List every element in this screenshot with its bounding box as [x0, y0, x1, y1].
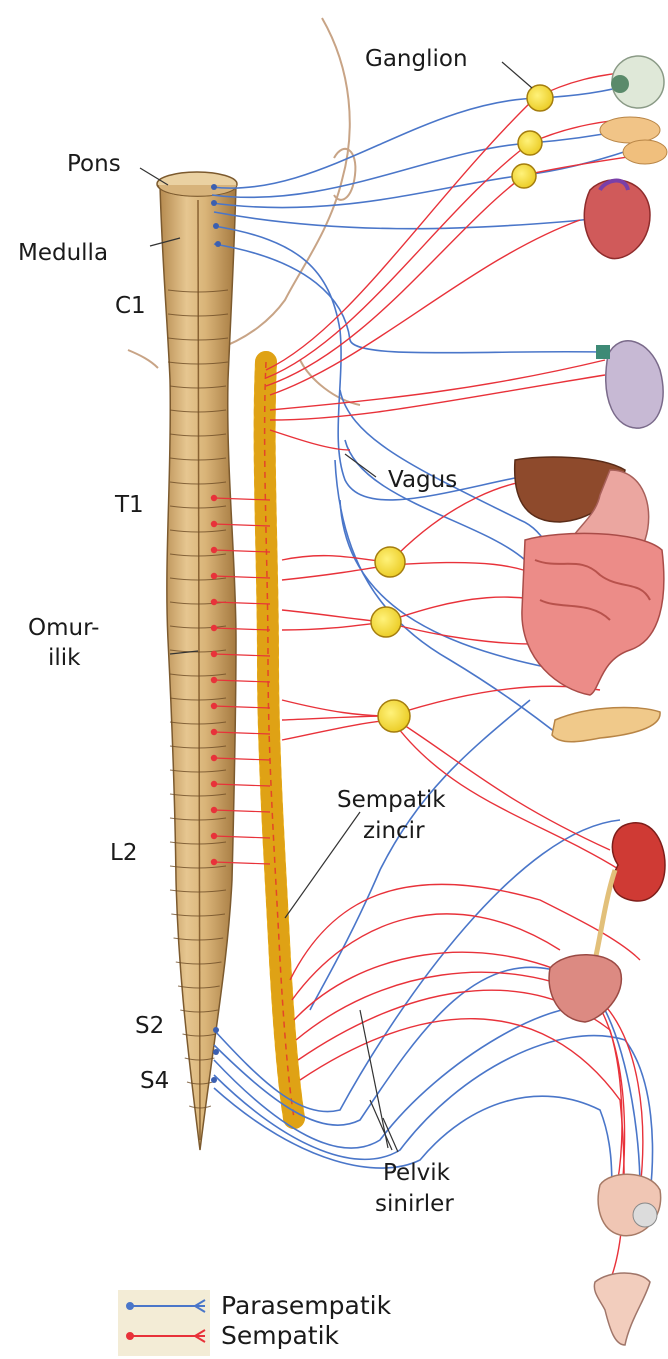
label-pelvik-sinirler-1: Pelvik: [383, 1160, 450, 1186]
label-omurilik-1: Omur-: [28, 615, 99, 641]
ganglion-ciliary: [527, 85, 553, 111]
male-genitals-icon: [598, 1174, 660, 1235]
sympathetic-nucleus: [211, 521, 217, 527]
sympathetic-nucleus: [211, 755, 217, 761]
label-t1: T1: [115, 492, 144, 518]
pancreas-icon: [552, 707, 660, 741]
ganglion-celiac: [375, 547, 405, 577]
lungs-icon: [596, 341, 663, 428]
sympathetic-nucleus: [211, 651, 217, 657]
label-l2: L2: [110, 840, 137, 866]
legend-symbols: [118, 1290, 210, 1356]
kidney-icon: [595, 823, 665, 960]
sympathetic-nucleus: [211, 729, 217, 735]
spinal-cord: [160, 185, 236, 1150]
uterus-icon: [594, 1273, 650, 1345]
sympathetic-nucleus: [211, 807, 217, 813]
label-medulla: Medulla: [18, 240, 108, 266]
sympathetic-nucleus: [211, 599, 217, 605]
sympathetic-nucleus: [211, 703, 217, 709]
sympathetic-nucleus: [211, 781, 217, 787]
organs: [515, 56, 667, 1345]
sympathetic-nucleus: [211, 625, 217, 631]
label-c1: C1: [115, 293, 146, 319]
ganglion-pterygopalatine: [518, 131, 542, 155]
ganglion-inferior-mesenteric: [378, 700, 410, 732]
label-vagus: Vagus: [388, 467, 457, 493]
sympathetic-chain: [265, 362, 294, 1118]
sympathetic-nucleus: [211, 859, 217, 865]
sympathetic-nucleus: [211, 547, 217, 553]
eye-icon: [611, 56, 664, 108]
sympathetic-nucleus: [211, 677, 217, 683]
label-sempatik-zincir-1: Sempatik: [337, 787, 446, 813]
ganglion-superior-mesenteric: [371, 607, 401, 637]
sympathetic-nucleus: [211, 833, 217, 839]
label-pons: Pons: [67, 151, 121, 177]
label-pelvik-sinirler-2: sinirler: [375, 1191, 454, 1217]
label-omurilik-2: ilik: [48, 645, 81, 671]
legend-sempatik: Sempatik: [221, 1323, 339, 1349]
label-sempatik-zincir-2: zincir: [363, 818, 425, 844]
legend-parasempatik: Parasempatik: [221, 1293, 391, 1319]
heart-icon: [584, 180, 650, 259]
label-s4: S4: [140, 1068, 169, 1094]
sympathetic-nucleus: [211, 573, 217, 579]
sympathetic-nucleus: [211, 495, 217, 501]
intestines-icon: [522, 533, 664, 695]
ganglion-otic: [512, 164, 536, 188]
label-s2: S2: [135, 1013, 164, 1039]
label-ganglion: Ganglion: [365, 46, 468, 72]
